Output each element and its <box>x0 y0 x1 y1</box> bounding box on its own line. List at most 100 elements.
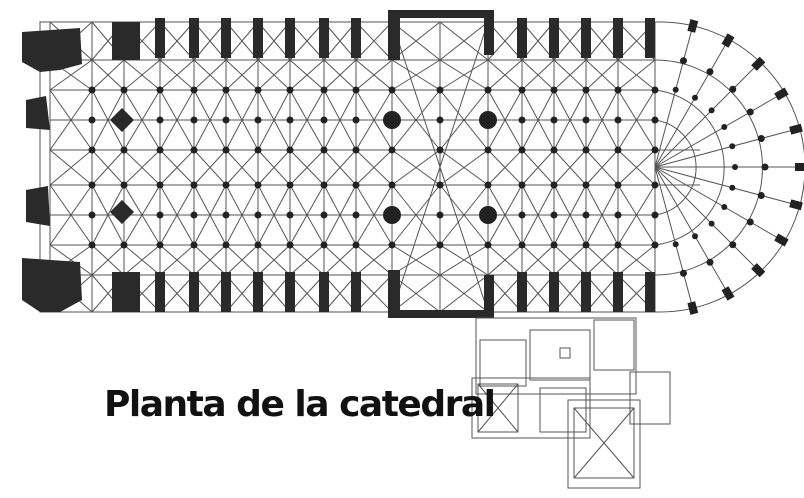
buttress <box>581 272 591 312</box>
apse-buttress <box>751 263 766 278</box>
apse-buttress <box>789 199 803 211</box>
diagonal-rib <box>225 59 259 91</box>
pier <box>582 86 590 94</box>
diagonal-rib <box>355 184 393 246</box>
diagonal-rib <box>521 89 555 151</box>
pier <box>436 241 444 249</box>
apse-rib <box>654 94 781 168</box>
pier <box>222 241 230 249</box>
pier <box>518 181 526 189</box>
pier <box>582 211 590 219</box>
pier <box>484 241 492 249</box>
diagonal-rib <box>439 184 489 246</box>
diagonal-rib <box>49 89 93 151</box>
diagonal-rib <box>49 184 93 246</box>
vault-bays <box>49 21 656 313</box>
diagonal-rib <box>585 89 619 151</box>
pier <box>156 116 164 124</box>
buttress <box>155 18 165 58</box>
apse-pier <box>708 220 715 227</box>
pier <box>222 146 230 154</box>
diagonal-rib <box>323 184 357 246</box>
apse-pier <box>746 108 754 116</box>
apse-pier <box>729 241 737 249</box>
diagonal-rib <box>617 184 656 246</box>
pier <box>484 146 492 154</box>
pier <box>120 181 128 189</box>
pier <box>614 241 622 249</box>
apse-pier <box>757 135 765 143</box>
pier <box>88 116 96 124</box>
pier <box>550 241 558 249</box>
apse-buttress <box>774 87 789 101</box>
apse-rib <box>654 166 796 206</box>
diagonal-rib <box>391 59 441 91</box>
buttress <box>351 272 361 312</box>
apse-buttress <box>687 19 699 33</box>
pier <box>651 211 659 219</box>
pier <box>651 181 659 189</box>
pier <box>388 86 396 94</box>
diagonal-rib <box>553 89 587 151</box>
diagonal-rib <box>323 274 357 313</box>
buttress <box>517 272 527 312</box>
pier <box>388 146 396 154</box>
pier <box>582 116 590 124</box>
apse-pier <box>721 204 728 210</box>
diagonal-rib <box>553 274 587 313</box>
pier <box>582 241 590 249</box>
diagonal-rib <box>323 21 357 61</box>
pier <box>352 86 360 94</box>
buttress <box>613 18 623 58</box>
diagonal-rib <box>521 274 555 313</box>
diagonal-rib <box>257 274 291 313</box>
diagonal-rib <box>487 184 523 246</box>
pier <box>88 146 96 154</box>
diagonal-rib <box>225 21 259 61</box>
diagonal-rib <box>521 149 555 186</box>
pier <box>190 241 198 249</box>
diagonal-rib <box>159 149 195 186</box>
apse-pier <box>729 184 736 191</box>
pier <box>286 241 294 249</box>
diagonal-rib <box>355 149 393 186</box>
diagonal-rib <box>617 244 656 276</box>
pier <box>614 116 622 124</box>
diagonal-rib <box>159 274 195 313</box>
pier <box>286 181 294 189</box>
pier <box>156 241 164 249</box>
diagonal-rib <box>585 149 619 186</box>
diagonal-rib <box>323 244 357 276</box>
diagonal-rib <box>159 184 195 246</box>
crossing-rib <box>391 21 489 313</box>
diagonal-rib <box>257 89 291 151</box>
apse-radial-ribs <box>654 22 800 312</box>
apse-rib <box>654 41 728 168</box>
pier <box>88 181 96 189</box>
diagonal-rib <box>355 89 393 151</box>
pier <box>518 116 526 124</box>
diagonal-rib <box>159 21 195 61</box>
pier <box>436 211 444 219</box>
pier <box>254 241 262 249</box>
buttress <box>253 272 263 312</box>
diagonal-rib <box>257 59 291 91</box>
pier <box>484 181 492 189</box>
west-facade-towers <box>22 22 140 312</box>
diagonal-rib <box>439 89 489 151</box>
nave-buttresses <box>155 18 655 312</box>
diagonal-rib <box>257 21 291 61</box>
pier <box>222 211 230 219</box>
apse-pier <box>708 107 715 114</box>
transept-walls <box>388 10 494 318</box>
diagonal-rib <box>585 59 619 91</box>
pier <box>222 116 230 124</box>
apse-buttress <box>721 33 735 48</box>
diagonal-rib <box>91 149 125 186</box>
diagonal-rib <box>123 59 161 91</box>
pier <box>388 241 396 249</box>
pier <box>320 116 328 124</box>
buttress <box>613 272 623 312</box>
apse-buttress <box>751 56 766 71</box>
diagonal-rib <box>159 244 195 276</box>
